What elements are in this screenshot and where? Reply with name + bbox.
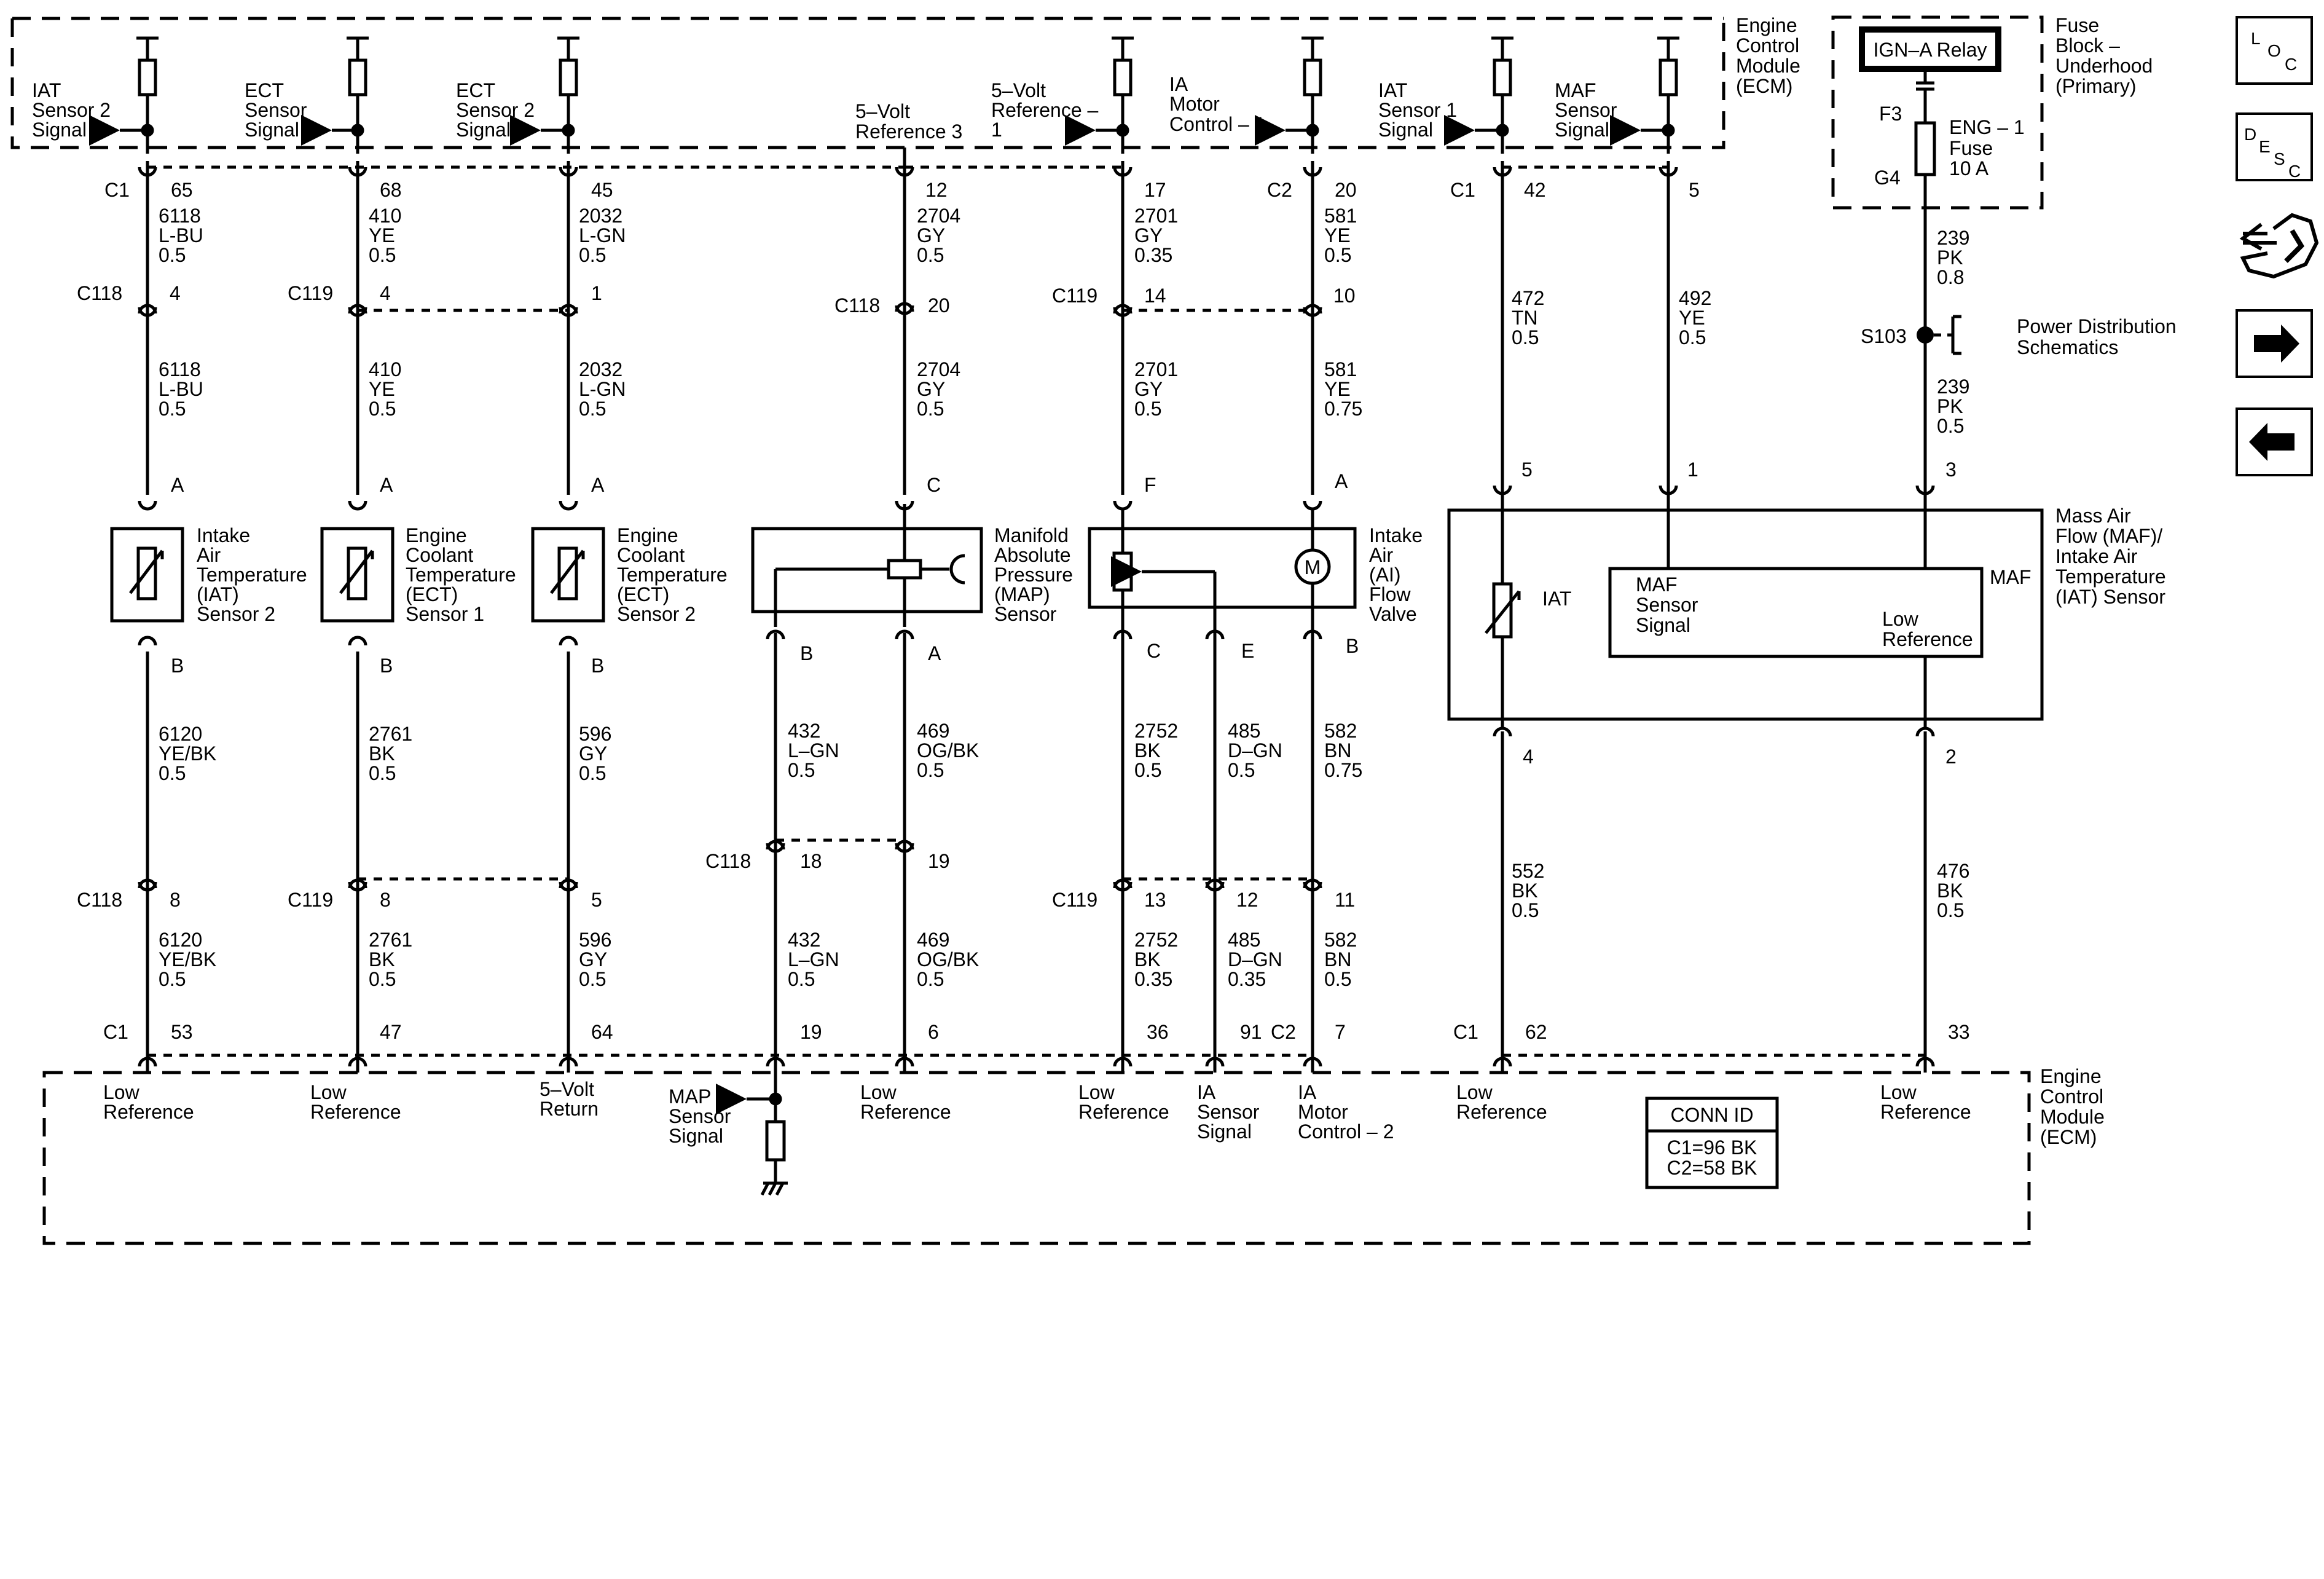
relay-label: IGN–A Relay (1874, 39, 1987, 61)
inline-connectors-lower (139, 838, 1321, 890)
fuse-block-label: Fuse Block – Underhood (Primary) (2055, 14, 2158, 97)
fuse-labels: F3 G4 ENG – 1 Fuse 10 A (1874, 103, 2030, 189)
top-pin-labels: C1 65 68 45 12 17 C2 20 C1 42 5 (104, 179, 1700, 201)
wire-labels-bottom: 6120 YE/BK 0.5 2761 BK 0.5 596 GY 0.5 43… (159, 929, 1362, 990)
loc-button[interactable]: L O C (2236, 16, 2313, 85)
bottom-pin-labels: C1 53 47 64 19 6 36 91 C2 7 C1 62 33 (103, 1021, 1970, 1043)
bottom-signal-labels: Low Reference Low Reference 5–Volt Retur… (103, 1078, 1971, 1147)
svg-text:CONN ID: CONN ID (1670, 1104, 1753, 1126)
ect2-sensor (531, 527, 605, 623)
iat2-sensor (110, 527, 184, 623)
arrow-right-icon[interactable] (2236, 309, 2313, 378)
maf-sensor (1447, 492, 2044, 728)
desc-button[interactable]: D E S C (2236, 112, 2313, 181)
fuse-block: IGN–A Relay F3 G4 ENG – 1 Fuse 10 A Fuse… (1831, 14, 2158, 492)
sensor-labels: Intake Air Temperature (IAT) Sensor 2 En… (197, 505, 2172, 625)
ecm-signal-taps (89, 115, 1675, 146)
wire-labels-mid: 6118 L-BU 0.5 410 YE 0.5 2032 L-GN 0.5 2… (159, 358, 1362, 420)
maf-internal-labels: IAT MAF MAF Sensor Signal Low Reference (1542, 566, 2036, 650)
splice-s103: S103 Power Distribution Schematics (1861, 315, 2182, 358)
sensor-top-terminals (139, 486, 1933, 509)
ecm-bottom-terminals (139, 1053, 1933, 1066)
ecm-internal-resistors (136, 36, 1679, 154)
arrow-left-icon[interactable] (2236, 408, 2313, 476)
motor-icon: M (1305, 556, 1321, 578)
inline-labels-lower: C118 8 C119 8 5 C118 18 19 C119 13 12 11 (77, 850, 1355, 911)
svg-text:C2=58 BK: C2=58 BK (1667, 1157, 1757, 1179)
inline-connectors-top (139, 304, 1321, 315)
ect1-sensor (320, 527, 395, 623)
wire-labels-lower: 6120 YE/BK 0.5 2761 BK 0.5 596 GY 0.5 43… (159, 720, 1975, 921)
map-signal-circuit (716, 1073, 788, 1196)
conn-id-table: CONN ID C1=96 BK C2=58 BK (1645, 1097, 1779, 1189)
svg-text:L O C: L O C (2251, 29, 2297, 74)
svg-text:C1=96 BK: C1=96 BK (1667, 1136, 1757, 1159)
ecm-top-module: Engine Control Module (ECM) (10, 14, 1806, 149)
wires (146, 161, 1927, 1073)
ecm-bottom-module: Engine Control Module (ECM) (42, 1065, 2110, 1245)
map-sensor (751, 504, 983, 627)
ia-flow-valve (1088, 510, 1357, 633)
svg-text:Power Distribution Schem: Power Distribution Schematics (2017, 315, 2182, 358)
sensor-pin-labels: A A A C F A 5 1 3 B B B B A C E B 4 2 (171, 459, 1962, 768)
connector-icon[interactable] (2239, 213, 2319, 279)
svg-text:D E S C: D E S C (2244, 125, 2301, 181)
top-signal-labels: IAT Sensor 2 Signal ECT Sensor Signal EC… (32, 73, 1622, 143)
svg-text:Engine Control Mod: Engine Control Module (ECM) (2040, 1065, 2110, 1148)
inline-labels-top: C118 4 C119 4 1 C118 20 C119 14 10 (77, 282, 1356, 317)
ecm-top-label: Engine Control Module (ECM) (1736, 14, 1806, 97)
svg-text:S103: S103 (1861, 325, 1907, 347)
wire-labels-upper: 6118 L-BU 0.5 410 YE 0.5 2032 L-GN 0.5 2… (159, 205, 1975, 437)
